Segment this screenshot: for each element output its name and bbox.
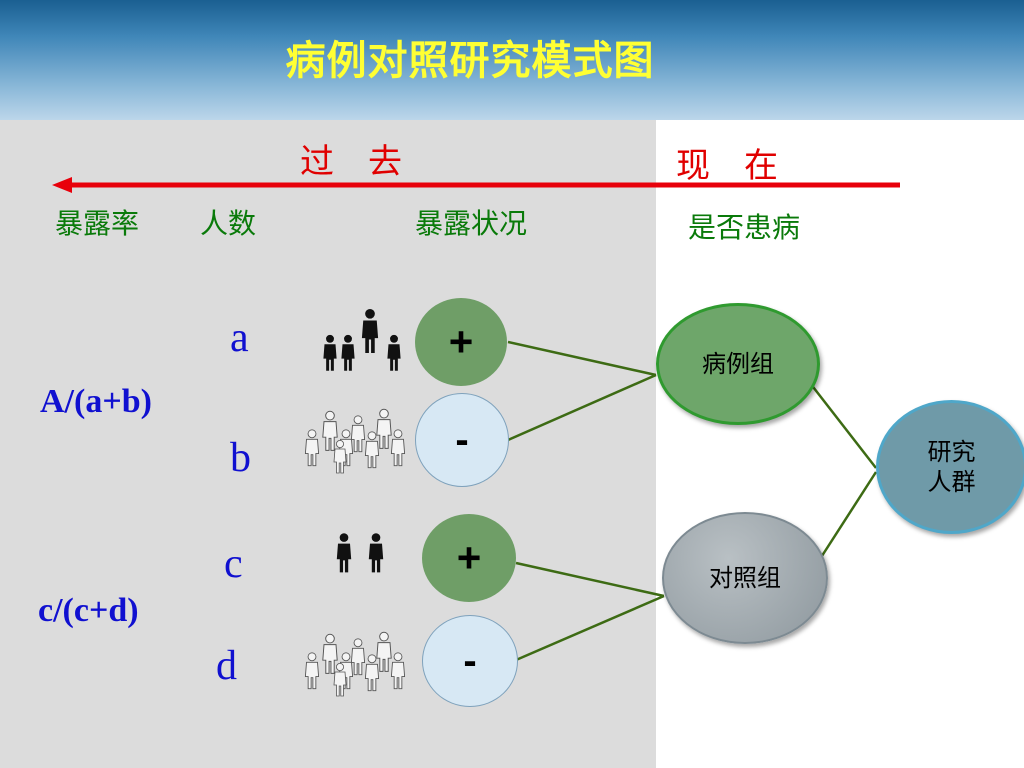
present-label: 现 在 <box>676 146 778 186</box>
case-group-label: 病例组 <box>702 350 774 378</box>
connector-b-case <box>507 373 657 442</box>
page-title: 病例对照研究模式图 <box>285 38 655 84</box>
people-b-icon <box>304 408 406 474</box>
people-a-icon <box>323 308 401 371</box>
past-label: 过 去 <box>300 142 402 182</box>
connector-d-control <box>515 594 665 662</box>
unexposed-d-circle: - <box>422 615 518 707</box>
cell-c-label: c <box>224 541 243 587</box>
connector-c-control <box>515 561 665 598</box>
title-banner <box>0 0 1024 120</box>
disease-header: 是否患病 <box>688 211 801 244</box>
exposed-a-circle: + <box>415 298 507 386</box>
cell-d-label: d <box>216 643 237 689</box>
connector-control-population <box>818 471 878 560</box>
study-population: 研究 人群 <box>876 400 1024 534</box>
connector-a-case <box>507 340 657 377</box>
people-d-icon <box>304 631 406 697</box>
rate-header: 暴露率 <box>55 207 140 240</box>
exposed-c-circle: + <box>422 514 516 602</box>
cell-b-label: b <box>230 435 251 481</box>
cell-a-label: a <box>230 315 249 361</box>
study-population-label: 研究 人群 <box>927 438 976 496</box>
control-group: 对照组 <box>662 512 828 644</box>
control-group-label: 对照组 <box>709 564 781 592</box>
exposure-header: 暴露状况 <box>415 207 528 240</box>
people-c-icon <box>336 533 384 573</box>
connector-case-population <box>809 382 877 469</box>
case-group: 病例组 <box>656 303 820 425</box>
control-exposure-rate: c/(c+d) <box>38 592 139 629</box>
timeline-arrowhead <box>52 177 72 193</box>
count-header: 人数 <box>200 207 257 240</box>
unexposed-b-circle: - <box>415 393 509 487</box>
case-exposure-rate: A/(a+b) <box>40 383 152 420</box>
